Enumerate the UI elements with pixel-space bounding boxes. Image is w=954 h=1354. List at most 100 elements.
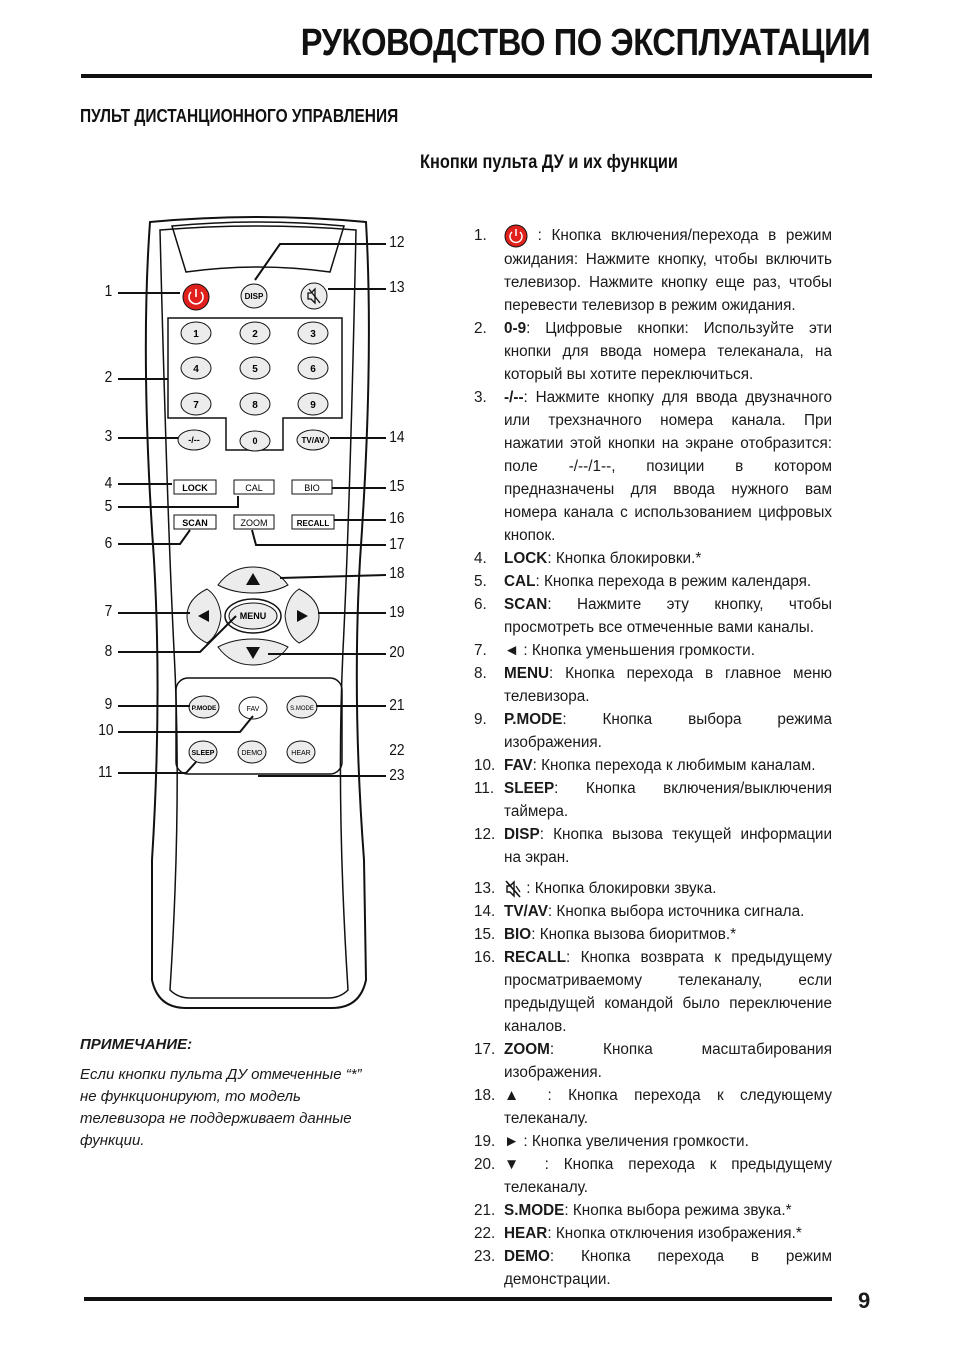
callout-18: 18 (389, 565, 405, 582)
list-item: 4.LOCK: Кнопка блокировки.* (474, 550, 702, 567)
callout-19: 19 (389, 604, 405, 621)
callout-5: 5 (104, 498, 113, 515)
disp-label: DISP (245, 292, 264, 301)
mute-button[interactable] (299, 281, 329, 311)
callout-20: 20 (389, 644, 405, 661)
svg-text:CAL: CAL (245, 483, 263, 493)
svg-text:2: 2 (252, 329, 258, 340)
key-3[interactable]: 3 (297, 321, 329, 345)
list-item: 23.DEMO: Кнопка перехода в режим демонст… (474, 1248, 832, 1288)
callout-21: 21 (389, 697, 405, 714)
callout-15: 15 (389, 478, 405, 495)
note-heading: ПРИМЕЧАНИЕ: (80, 1036, 193, 1053)
callout-23: 23 (389, 767, 405, 784)
key-4[interactable]: 4 (180, 356, 212, 380)
svg-text:RECALL: RECALL (297, 519, 330, 528)
mute-icon (505, 880, 521, 898)
svg-text:7: 7 (193, 400, 199, 411)
list-item: 3.-/--: Нажмите кнопку для ввода двузнач… (474, 389, 832, 544)
lock-button[interactable]: LOCK (173, 479, 217, 495)
footer-rule (84, 1297, 832, 1301)
row-dash-zero-tvav: -/-- 0 TV/AV (177, 429, 330, 452)
svg-text:HEAR: HEAR (291, 750, 310, 757)
list-item: 8.MENU: Кнопка перехода в главное меню т… (474, 665, 832, 705)
scan-button[interactable]: SCAN (173, 514, 217, 530)
svg-text:S.MODE: S.MODE (290, 706, 314, 712)
demo-button[interactable]: DEMO (237, 740, 267, 764)
power-icon (504, 224, 528, 248)
svg-text:DEMO: DEMO (242, 750, 264, 757)
list-item: 7.◄ : Кнопка уменьшения громкости. (474, 642, 755, 659)
pmode-button[interactable]: P.MODE (188, 695, 220, 719)
list-item: 22.HEAR: Кнопка отключения изображения.* (474, 1225, 802, 1242)
callout-8: 8 (104, 643, 113, 660)
callout-11: 11 (98, 764, 113, 781)
callout-3: 3 (104, 428, 113, 445)
dash-button[interactable]: -/-- (177, 429, 211, 451)
list-item: 17.ZOOM: Кнопка масштабирования изображе… (474, 1041, 832, 1081)
tvav-button[interactable]: TV/AV (296, 429, 330, 451)
list-item: 16.RECALL: Кнопка возврата к предыдущему… (474, 949, 832, 1035)
callout-14: 14 (389, 429, 405, 446)
list-item: 10.FAV: Кнопка перехода к любимым канала… (474, 757, 816, 774)
list-item: 1. : Кнопка включения/перехода в режим о… (474, 224, 832, 317)
key-6[interactable]: 6 (297, 356, 329, 380)
left-button[interactable] (186, 588, 222, 644)
key-8[interactable]: 8 (239, 392, 271, 416)
disp-button[interactable]: DISP (239, 282, 269, 310)
list-item: 11.SLEEP: Кнопка включения/выключения та… (474, 780, 832, 820)
hear-button[interactable]: HEAR (286, 740, 316, 764)
key-2[interactable]: 2 (239, 321, 271, 345)
svg-text:TV/AV: TV/AV (302, 436, 326, 445)
callout-9: 9 (104, 696, 113, 713)
page-number: 9 (858, 1288, 871, 1313)
note-text: Если кнопки пульта ДУ отмеченные “*” не … (80, 1066, 362, 1149)
callout-6: 6 (104, 535, 113, 552)
title-rule (81, 74, 872, 78)
list-item: 21.S.MODE: Кнопка выбора режима звука.* (474, 1202, 792, 1219)
svg-text:8: 8 (252, 400, 258, 411)
list-item: 20.▼ : Кнопка перехода к предыдущему тел… (474, 1156, 832, 1196)
menu-button[interactable]: MENU (224, 598, 282, 634)
function-buttons: LOCK CAL BIO SCAN ZOOM RECALL (173, 479, 335, 530)
right-button[interactable] (284, 588, 320, 644)
list-item: 19.► : Кнопка увеличения громкости. (474, 1133, 749, 1150)
callout-2: 2 (104, 369, 113, 386)
callout-12: 12 (389, 234, 405, 251)
recall-button[interactable]: RECALL (291, 514, 335, 530)
sleep-button[interactable]: SLEEP (188, 740, 218, 764)
svg-text:4: 4 (193, 364, 199, 375)
power-button[interactable] (181, 282, 211, 312)
mode-buttons: P.MODE FAV S.MODE SLEEP DEMO HEAR (188, 695, 318, 764)
svg-text:P.MODE: P.MODE (192, 705, 217, 712)
list-item: 14.TV/AV: Кнопка выбора источника сигнал… (474, 903, 805, 920)
svg-text:ZOOM: ZOOM (241, 518, 268, 528)
button-function-list: 1. : Кнопка включения/перехода в режим о… (474, 224, 832, 1291)
svg-text:-/--: -/-- (188, 435, 200, 445)
cal-button[interactable]: CAL (233, 479, 275, 495)
list-item: 15.BIO: Кнопка вызова биоритмов.* (474, 926, 737, 943)
svg-text:LOCK: LOCK (182, 483, 208, 493)
up-button[interactable] (217, 566, 289, 594)
page-title: РУКОВОДСТВО ПО ЭКСПЛУАТАЦИИ (300, 22, 870, 64)
key-7[interactable]: 7 (180, 392, 212, 416)
down-button[interactable] (217, 638, 289, 666)
number-pad: 1 2 3 4 5 6 7 8 9 (180, 321, 329, 416)
list-item: 12.DISP: Кнопка вызова текущей информаци… (474, 826, 832, 866)
list-item: 6.SCAN: Нажмите эту кнопку, чтобы просмо… (474, 596, 832, 636)
key-9[interactable]: 9 (297, 392, 329, 416)
svg-text:SLEEP: SLEEP (192, 750, 215, 757)
bio-button[interactable]: BIO (291, 479, 333, 495)
list-item: 2.0-9: Цифровые кнопки: Используйте эти … (474, 320, 832, 383)
callout-10: 10 (98, 722, 114, 739)
list-item: 9.P.MODE: Кнопка выбора режима изображен… (474, 711, 832, 751)
key-0[interactable]: 0 (239, 430, 271, 452)
svg-text:MENU: MENU (240, 611, 267, 621)
fav-button[interactable]: FAV (238, 696, 268, 720)
key-1[interactable]: 1 (180, 321, 212, 345)
zoom-button[interactable]: ZOOM (233, 514, 275, 530)
svg-text:BIO: BIO (304, 483, 320, 493)
key-5[interactable]: 5 (239, 356, 271, 380)
svg-text:0: 0 (252, 436, 257, 446)
